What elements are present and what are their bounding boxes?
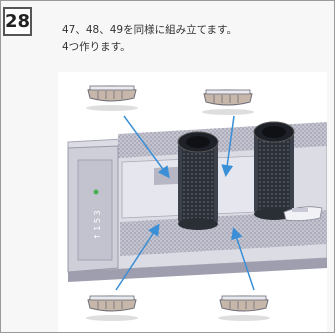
instruction-line-2: 4つ作ります。 xyxy=(62,41,131,53)
step-number: 28 xyxy=(4,11,31,32)
funnel-left xyxy=(177,131,219,230)
arrow-top-left xyxy=(123,115,170,179)
arrow-bottom-right xyxy=(231,227,255,291)
side-label: ↑ 1 5 3 xyxy=(93,210,102,240)
lifeboat-bottom-left xyxy=(86,295,138,321)
funnel-right xyxy=(253,121,295,220)
arrow-top-right xyxy=(221,115,235,177)
lifeboat-bottom-right xyxy=(218,295,270,321)
instruction-line-1: 47、48、49を同様に組み立てます。 xyxy=(62,24,238,36)
lifeboat-top-right xyxy=(202,89,254,115)
assembly-photo: ↑ 1 5 3 xyxy=(58,72,327,332)
lifeboat-top-left xyxy=(86,85,138,111)
arrow-bottom-left xyxy=(115,223,160,291)
deck-boat xyxy=(283,206,323,222)
placement-arrows xyxy=(115,115,255,291)
step-number-box: 28 xyxy=(3,7,32,36)
ship-model-illustration: ↑ 1 5 3 xyxy=(58,72,327,332)
instruction-text: 47、48、49を同様に組み立てます。 4つ作ります。 xyxy=(62,22,322,56)
